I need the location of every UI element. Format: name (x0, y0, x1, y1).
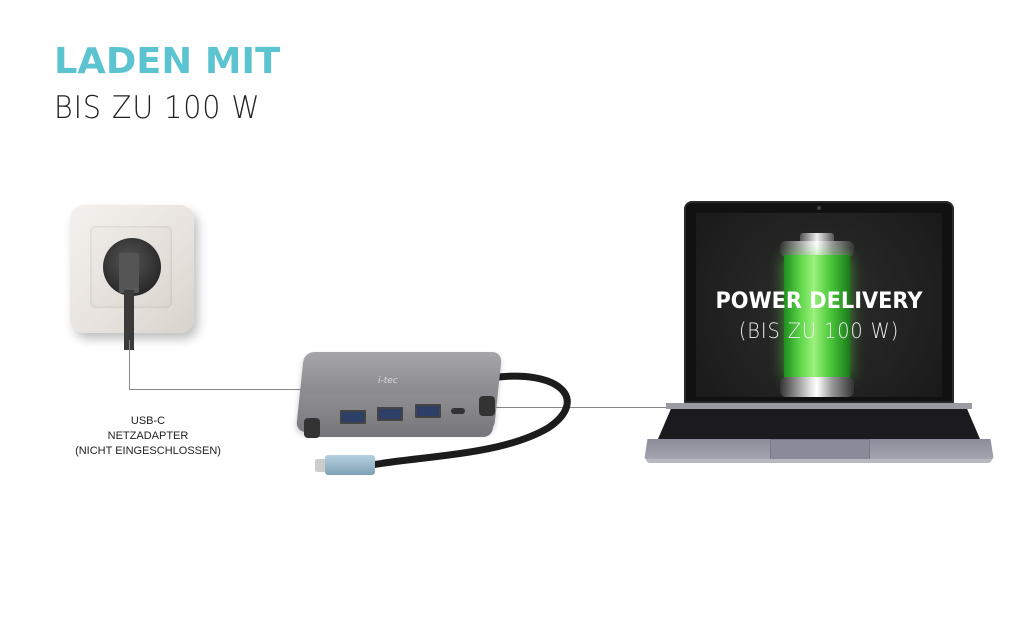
usb-c-port-icon (451, 408, 465, 414)
usb-a-port-icon (340, 410, 366, 424)
connector-line-horizontal (129, 389, 301, 390)
plug-cable (124, 290, 134, 350)
keyboard-icon (658, 409, 980, 439)
laptop-base (644, 403, 994, 463)
headline-subtitle: BIS ZU 100 W (54, 90, 261, 126)
trackpad (770, 439, 870, 461)
adapter-label-line: (NICHT EINGESCHLOSSEN) (75, 445, 221, 457)
webcam-icon (817, 206, 821, 210)
plug-neck (119, 253, 139, 293)
usb-c-plug-icon (325, 455, 375, 475)
hub-foot (304, 418, 320, 438)
usb-a-port-icon (415, 404, 441, 418)
battery-icon (780, 233, 854, 397)
headline: LADEN MIT (54, 41, 281, 82)
hub-foot (479, 396, 495, 416)
usb-a-port-icon (377, 407, 403, 421)
connector-line-laptop (494, 407, 672, 408)
laptop-display: POWER DELIVERY (BIS ZU 100 W) (696, 213, 942, 397)
adapter-label: USB-C NETZADAPTER (NICHT EINGESCHLOSSEN) (58, 414, 238, 459)
power-delivery-subtitle: (BIS ZU 100 W) (738, 319, 900, 343)
connector-line-vertical (129, 340, 130, 390)
power-delivery-title: POWER DELIVERY (715, 289, 923, 314)
adapter-label-line: USB-C (130, 415, 166, 427)
brand-logo: i-tec (378, 376, 398, 386)
adapter-label-line: NETZADAPTER (107, 430, 189, 442)
laptop-screen: POWER DELIVERY (BIS ZU 100 W) (684, 201, 954, 403)
